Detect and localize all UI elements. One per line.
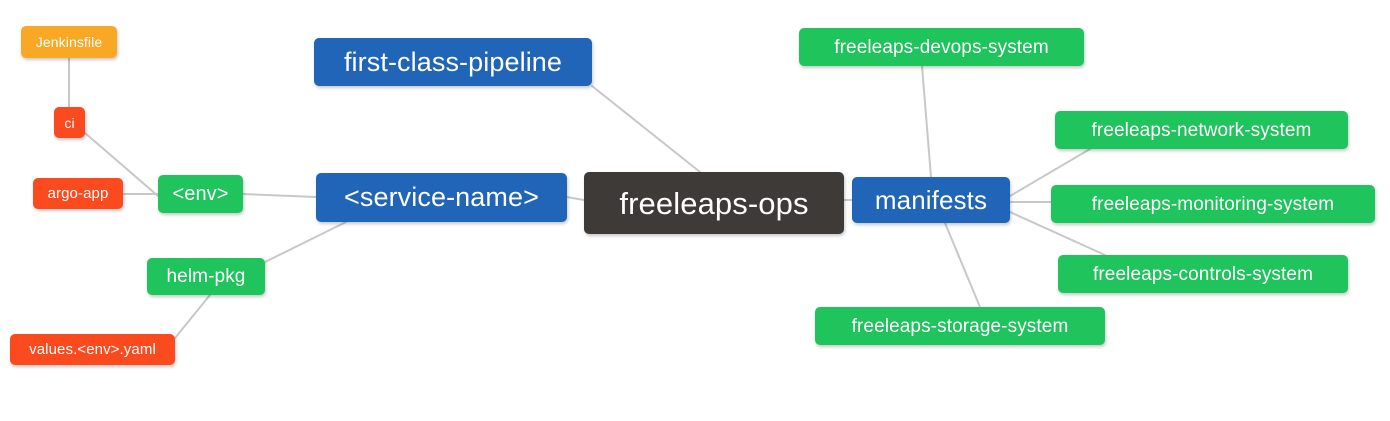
node-freeleaps-network-system[interactable]: freeleaps-network-system (1055, 111, 1348, 149)
node-label-freeleaps-ops: freeleaps-ops (619, 185, 809, 221)
node-label-freeleaps-controls-system: freeleaps-controls-system (1092, 263, 1314, 285)
edge-helm-pkg-to-service-name (264, 221, 347, 263)
node-freeleaps-monitoring-system[interactable]: freeleaps-monitoring-system (1051, 185, 1375, 223)
node-label-argo-app: argo-app (47, 185, 109, 202)
node-freeleaps-storage-system[interactable]: freeleaps-storage-system (815, 307, 1105, 345)
edge-manifests-to-freeleaps-storage-system (944, 222, 981, 308)
node-service-name[interactable]: <service-name> (316, 173, 567, 222)
node-label-jenkinsfile: Jenkinsfile (35, 34, 103, 50)
node-freeleaps-controls-system[interactable]: freeleaps-controls-system (1058, 255, 1348, 293)
node-label-service-name: <service-name> (344, 182, 539, 212)
node-argo-app[interactable]: argo-app (33, 178, 123, 209)
node-values-yaml[interactable]: values.<env>.yaml (10, 334, 175, 365)
node-label-values-yaml: values.<env>.yaml (29, 341, 156, 358)
edge-first-class-pipeline-to-freeleaps-ops (591, 85, 701, 173)
node-label-freeleaps-network-system: freeleaps-network-system (1091, 119, 1312, 141)
node-env[interactable]: <env> (158, 175, 243, 213)
node-ci[interactable]: ci (54, 107, 85, 138)
node-freeleaps-ops[interactable]: freeleaps-ops (584, 172, 844, 234)
node-label-manifests: manifests (874, 185, 988, 215)
node-freeleaps-devops-system[interactable]: freeleaps-devops-system (799, 28, 1084, 66)
edge-service-name-to-freeleaps-ops (566, 196, 585, 201)
edge-manifests-to-freeleaps-devops-system (921, 65, 932, 178)
node-label-env: <env> (172, 183, 229, 205)
node-label-freeleaps-devops-system: freeleaps-devops-system (834, 36, 1049, 58)
node-label-freeleaps-monitoring-system: freeleaps-monitoring-system (1091, 193, 1335, 215)
node-jenkinsfile[interactable]: Jenkinsfile (21, 26, 117, 58)
edge-env-to-service-name (242, 193, 317, 198)
node-helm-pkg[interactable]: helm-pkg (147, 258, 265, 295)
node-first-class-pipeline[interactable]: first-class-pipeline (314, 38, 592, 86)
node-manifests[interactable]: manifests (852, 177, 1010, 223)
edge-values-yaml-to-helm-pkg (174, 294, 211, 339)
node-label-ci: ci (64, 114, 75, 131)
node-label-first-class-pipeline: first-class-pipeline (343, 46, 563, 77)
node-label-helm-pkg: helm-pkg (166, 266, 246, 287)
node-label-freeleaps-storage-system: freeleaps-storage-system (851, 315, 1069, 337)
